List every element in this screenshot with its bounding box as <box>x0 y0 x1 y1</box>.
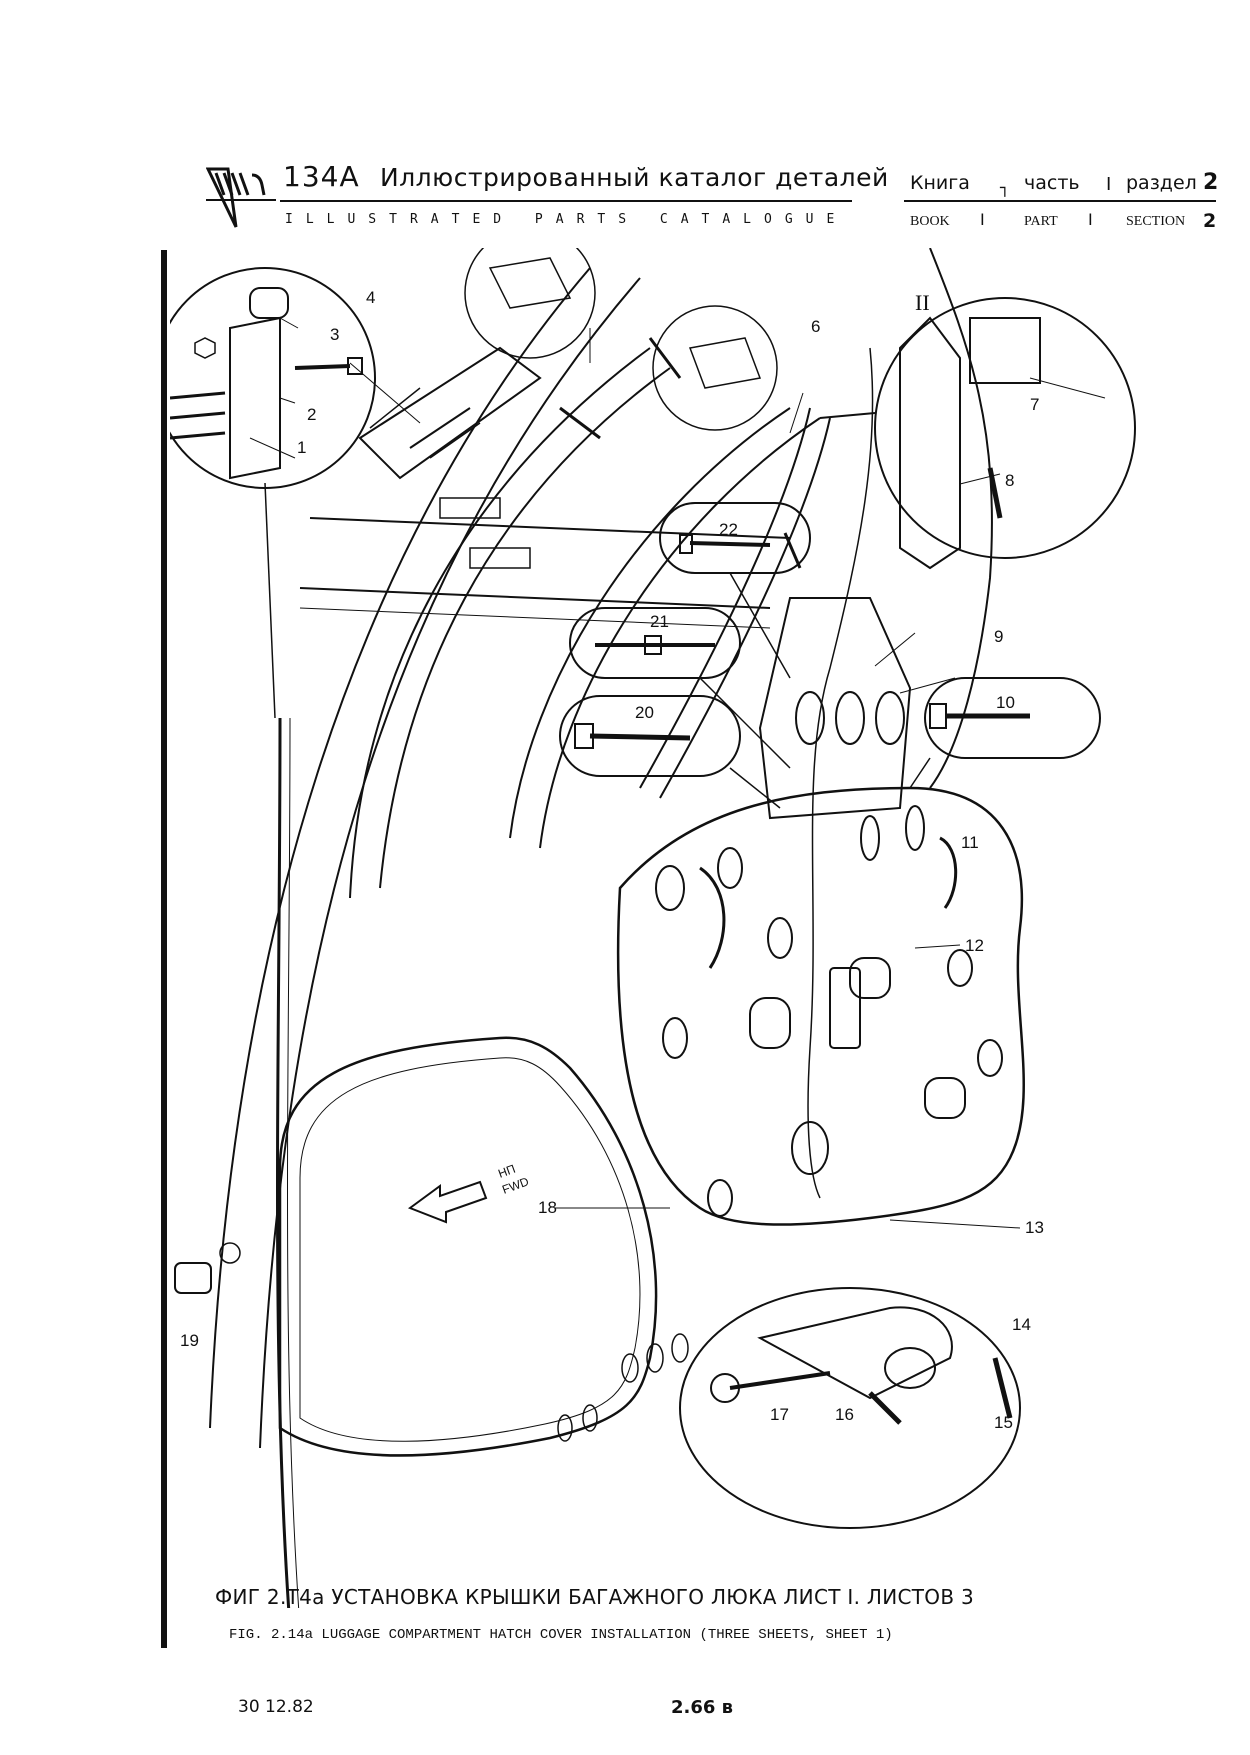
part-value: I <box>1106 174 1112 195</box>
fuselage-frame-2 <box>259 277 641 1449</box>
callout-11: 11 <box>961 833 979 852</box>
book-label-en: BOOK <box>910 214 950 229</box>
long-rail-left <box>276 717 291 1608</box>
bolt-20-detail <box>559 695 741 777</box>
bolt-22-detail <box>659 502 811 574</box>
knob <box>249 287 289 319</box>
detail-label-2: II <box>915 290 930 315</box>
callout-13: 13 <box>1025 1218 1044 1237</box>
control-cable <box>807 347 874 1199</box>
section-label-ru: раздел <box>1126 172 1197 194</box>
hatch-cover-panel <box>616 786 1025 1226</box>
callout-4: 4 <box>366 288 375 307</box>
bracket-block <box>969 317 1041 384</box>
callout-20: 20 <box>635 703 654 722</box>
roller-19 <box>174 1262 212 1294</box>
section-number-ru: 2 <box>1203 170 1219 195</box>
floor-holes <box>557 1333 689 1442</box>
detail-circle-2 <box>652 305 778 431</box>
header-rule <box>280 200 852 202</box>
callout-6: 6 <box>811 317 820 336</box>
detail-circle-1 <box>464 248 596 359</box>
fuselage-frame-outer <box>209 267 591 1429</box>
callout-5: 5 <box>683 248 692 252</box>
leader-lines <box>249 317 1106 1229</box>
catalogue-title-en: ILLUSTRATED PARTS CATALOGUE <box>285 212 848 227</box>
handle-right <box>939 836 958 909</box>
book-value-en: I <box>980 210 985 229</box>
callout-22: 22 <box>719 520 738 539</box>
page-number: 2.66 в <box>671 1697 734 1718</box>
revision-date: 30 12.82 <box>238 1697 314 1717</box>
callout-1: 1 <box>297 438 306 457</box>
figure-caption-en: FIG. 2.14a LUGGAGE COMPARTMENT HATCH COV… <box>229 1627 893 1643</box>
lock-plate <box>829 967 861 1049</box>
hatch-cover-installation-drawing: 1 2 3 4 5 6 7 8 9 10 11 12 13 14 15 16 1… <box>170 248 1136 1608</box>
callout-18: 18 <box>538 1198 557 1217</box>
book-value: ┐ <box>1000 178 1010 197</box>
callout-15: 15 <box>994 1413 1013 1432</box>
callout-3: 3 <box>330 325 339 344</box>
detail-circle-bolt-knob <box>170 267 376 489</box>
bolt-21-detail <box>569 607 741 679</box>
callout-17: 17 <box>770 1405 789 1424</box>
fuselage-frame-3 <box>349 347 651 899</box>
section-label-en: SECTION <box>1126 214 1186 229</box>
hatch-arc-outer <box>639 407 811 789</box>
book-label-ru: Книга <box>910 172 970 194</box>
callout-14: 14 <box>1012 1315 1031 1334</box>
hatch-cover-cutouts <box>655 805 1003 1217</box>
callout-8: 8 <box>1005 471 1014 490</box>
detail-hinge-lower <box>679 1287 1021 1529</box>
detail-circle-bracket <box>874 297 1136 559</box>
handle-left <box>699 866 726 969</box>
manufacturer-logo <box>206 167 276 228</box>
detail-label-1: I <box>505 248 512 253</box>
header-rule-right <box>904 200 1216 202</box>
callout-16: 16 <box>835 1405 854 1424</box>
part-value-en: I <box>1088 210 1093 229</box>
catalogue-title-ru: Иллюстрированный каталог деталей <box>380 163 889 192</box>
margin-bar <box>161 250 167 1648</box>
callout-2: 2 <box>307 405 316 424</box>
part-label-ru: часть <box>1024 172 1080 194</box>
fwd-label-ru: НП <box>496 1162 517 1181</box>
hinge-bracket <box>758 597 912 820</box>
callout-9: 9 <box>994 627 1003 646</box>
fwd-arrow-icon <box>407 1180 488 1224</box>
figure-caption-ru: ФИГ 2.Т4а УСТАНОВКА КРЫШКИ БАГАЖНОГО ЛЮК… <box>215 1585 975 1609</box>
bolt-11-detail <box>924 677 1101 759</box>
actuator-assembly <box>358 346 542 480</box>
callout-19: 19 <box>180 1331 199 1350</box>
aircraft-model: 134A <box>283 160 360 193</box>
callout-10: 10 <box>996 693 1015 712</box>
section-number-en: 2 <box>1203 210 1217 232</box>
long-rail-left-2 <box>287 717 300 1608</box>
rail-section <box>229 316 281 480</box>
callout-21: 21 <box>650 612 669 631</box>
part-label-en: PART <box>1024 214 1058 229</box>
callout-12: 12 <box>965 936 984 955</box>
fuselage-frame-6 <box>539 417 821 849</box>
callout-7: 7 <box>1030 395 1039 414</box>
cargo-opening <box>278 1036 658 1457</box>
fuselage-frame-4 <box>379 367 671 889</box>
hatch-arc-inner <box>659 417 831 799</box>
